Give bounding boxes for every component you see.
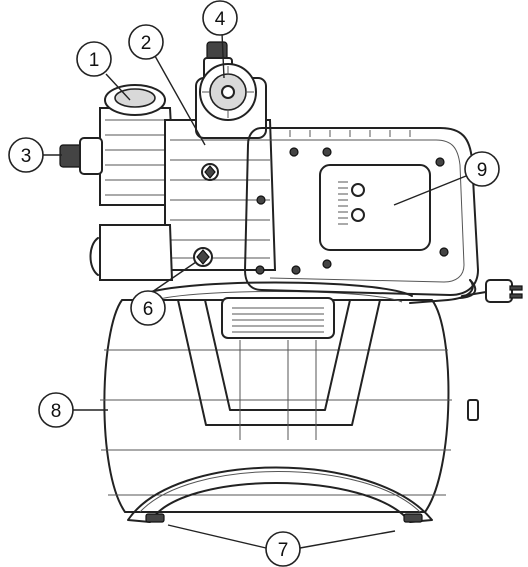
indicator-lights: [338, 181, 365, 225]
callout-4-label: 4: [215, 9, 226, 30]
callout-6: [130, 290, 166, 326]
callout-2-label: 2: [141, 33, 152, 54]
callout-7-label: 7: [278, 540, 289, 561]
control-unit: [244, 127, 479, 296]
callout-9: [464, 151, 500, 187]
pressure-gauge: [195, 41, 267, 139]
callout-1-label: 1: [89, 50, 100, 71]
callout-6-label: 6: [143, 299, 154, 320]
carry-handle: [177, 297, 381, 440]
callout-9-label: 9: [477, 160, 488, 181]
base-stand: [127, 466, 433, 523]
callout-2: [128, 24, 164, 60]
callout-3: [8, 137, 44, 173]
callout-1: [76, 41, 112, 77]
callout-7: [265, 531, 301, 567]
callout-8: [38, 392, 74, 428]
callouts: 1 2 3 4 6 7 8 9: [8, 0, 500, 567]
callout-3-label: 3: [21, 146, 32, 167]
callout-8-label: 8: [51, 401, 62, 422]
callout-4: [202, 0, 238, 36]
power-cable: [409, 279, 523, 304]
